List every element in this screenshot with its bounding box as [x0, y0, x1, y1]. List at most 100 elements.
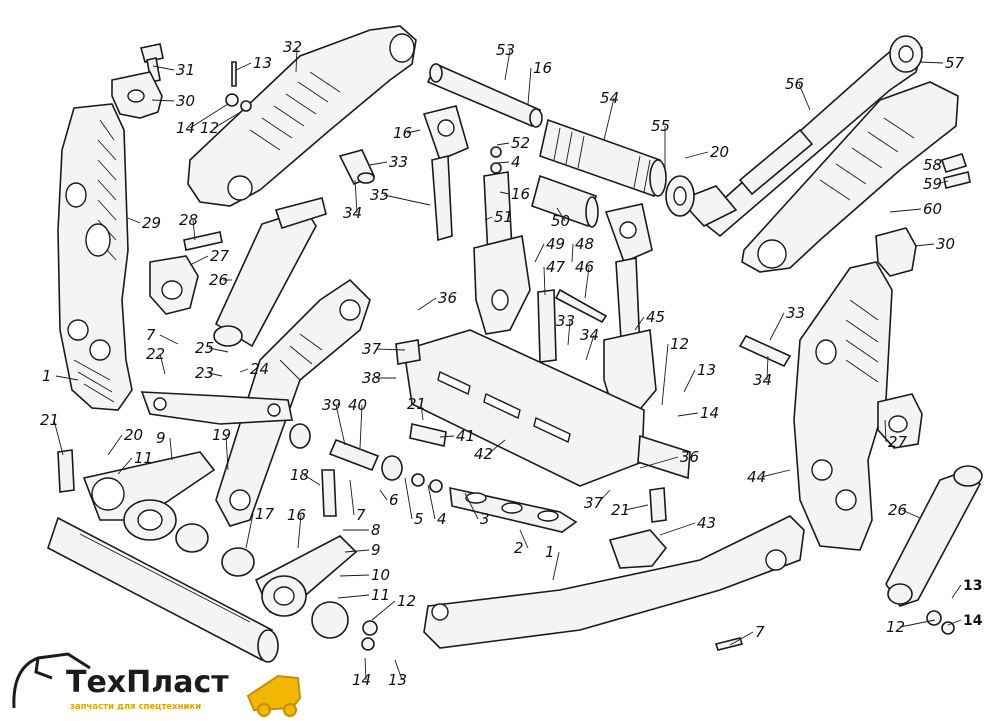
callout-number: 12	[670, 335, 689, 353]
callout-number: 37	[584, 494, 604, 512]
callout-c30a: 30	[151, 92, 195, 110]
callout-c9b: 9	[344, 541, 381, 559]
lower-link-1	[423, 515, 805, 649]
callout-c33a: 33	[369, 153, 408, 171]
callout-leader-line	[729, 631, 754, 646]
callout-leader-line	[159, 334, 179, 345]
callout-c41: 41	[439, 427, 475, 445]
callout-c16a: 16	[527, 59, 552, 105]
callout-number: 6	[389, 491, 399, 509]
callout-number: 29	[142, 214, 161, 232]
callout-leader-line	[543, 266, 546, 296]
callout-leader-line	[496, 142, 510, 146]
callout-number: 1	[545, 543, 555, 561]
callout-c45: 45	[634, 308, 665, 331]
callout-c12a: 12	[200, 109, 245, 137]
callout-leader-line	[439, 435, 455, 438]
callout-leader-line	[677, 412, 699, 417]
callout-c36b: 36	[639, 448, 699, 469]
callout-c4b: 4	[427, 484, 447, 528]
callout-leader-line	[208, 347, 229, 353]
callout-leader-line	[464, 492, 479, 520]
callout-leader-line	[213, 109, 245, 129]
callout-number: 60	[923, 200, 942, 218]
callout-leader-line	[597, 489, 611, 504]
callout-leader-line	[394, 659, 403, 681]
callout-number: 56	[785, 75, 804, 93]
callout-c34a: 34	[343, 179, 362, 222]
callout-c16b: 16	[393, 124, 421, 142]
callout-number: 4	[511, 153, 521, 171]
callout-leader-line	[499, 191, 510, 195]
callout-c56: 56	[785, 75, 811, 111]
callout-c19: 19	[212, 426, 231, 471]
callout-number: 55	[651, 117, 670, 135]
callout-leader-line	[297, 514, 302, 549]
callout-number: 21	[407, 395, 426, 413]
callout-leader-line	[919, 61, 944, 64]
callout-number: 25	[195, 339, 214, 357]
callout-c51: 51	[484, 208, 513, 226]
callout-number: 22	[146, 345, 165, 363]
lower-shaft	[47, 516, 279, 663]
callout-leader-line	[683, 369, 696, 393]
callout-number: 13	[697, 361, 716, 379]
cylinder-45	[603, 203, 657, 415]
callout-c4a: 4	[496, 153, 521, 171]
callout-c18: 18	[290, 466, 321, 486]
callout-number: 21	[40, 411, 59, 429]
callout-c23: 23	[195, 364, 223, 382]
callout-number: 52	[511, 134, 530, 152]
callout-number: 28	[179, 211, 198, 229]
callout-number: 37	[362, 340, 382, 358]
callout-c21a: 21	[40, 411, 64, 456]
callout-leader-line	[639, 456, 679, 469]
pin-21-right	[649, 487, 667, 523]
callout-leader-line	[152, 65, 175, 71]
callout-leader-line	[936, 180, 949, 185]
callout-leader-line	[427, 484, 436, 520]
callout-c58: 58	[923, 156, 942, 174]
callout-number: 58	[923, 156, 942, 174]
callout-number: 10	[371, 566, 390, 584]
callout-leader-line	[527, 67, 532, 105]
bracket-44	[793, 261, 893, 551]
callout-c27a: 27	[189, 247, 230, 266]
lift-arm-right	[741, 81, 959, 273]
callout-leader-line	[235, 62, 252, 71]
callout-c34b: 34	[580, 326, 599, 361]
callout-leader-line	[53, 419, 64, 456]
callout-number: 27	[210, 247, 230, 265]
washer-12-nut-14-right	[926, 610, 955, 635]
callout-c14c: 14	[947, 613, 983, 629]
callout-c21b: 21	[407, 395, 426, 421]
clamp-27-right	[877, 393, 923, 449]
callout-leader-line	[634, 316, 645, 331]
callout-c52: 52	[496, 134, 530, 152]
callout-number: 33	[786, 304, 805, 322]
pin-33-34	[338, 149, 376, 186]
callout-c43: 43	[659, 514, 716, 536]
top-link-56-57	[678, 35, 923, 238]
logo-brand-name: ТехПласт	[66, 665, 229, 700]
callout-leader-line	[661, 343, 669, 406]
callout-leader-line	[225, 434, 229, 471]
callout-number: 17	[255, 505, 275, 523]
callout-number: 11	[134, 449, 153, 467]
lever-19	[215, 278, 371, 527]
drawbar-42	[395, 329, 691, 487]
callout-c6: 6	[379, 489, 399, 509]
logo-tagline: запчасти для спецтехники	[70, 702, 202, 712]
callout-number: 32	[283, 38, 302, 56]
callout-number: 41	[456, 427, 475, 445]
callout-c11b: 11	[337, 586, 390, 604]
callout-c33c: 33	[769, 304, 805, 341]
callout-number: 42	[474, 445, 493, 463]
callout-c53: 53	[496, 41, 515, 81]
callout-number: 27	[888, 433, 908, 451]
callout-number: 36	[438, 289, 457, 307]
coupling-55	[665, 175, 695, 217]
callout-number: 13	[388, 671, 407, 689]
callout-c40: 40	[348, 396, 367, 449]
callout-c31: 31	[152, 61, 195, 79]
